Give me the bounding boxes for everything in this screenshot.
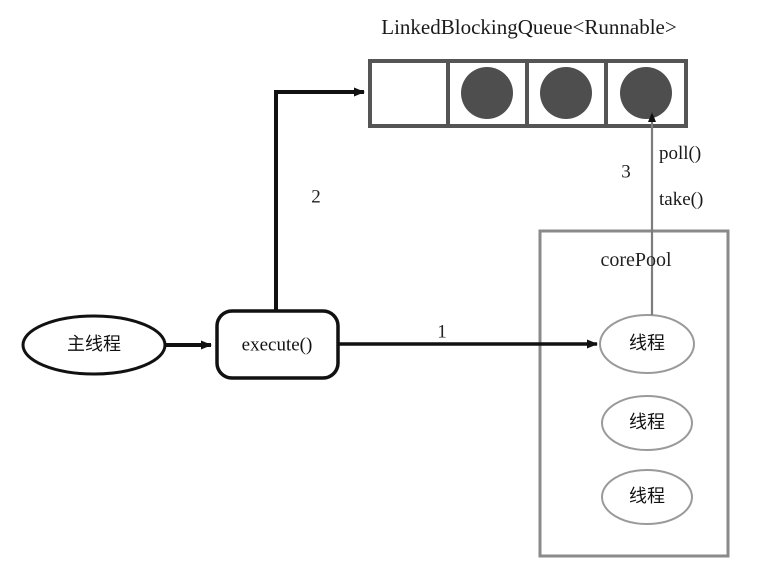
queue-task-circle [540, 67, 592, 119]
thread-label: 线程 [629, 412, 665, 433]
thread-ellipse [601, 469, 693, 525]
queue-task-circle [620, 67, 672, 119]
queue-title: LinkedBlockingQueue<Runnable> [381, 15, 677, 39]
queue-task-circle [461, 67, 513, 119]
thread-ellipse [601, 395, 693, 451]
thread-label: 线程 [629, 333, 665, 354]
step-1-label: 1 [437, 321, 447, 343]
arrow-step-2 [274, 87, 365, 311]
core-pool-label: corePool [600, 249, 672, 271]
thread-label: 线程 [629, 486, 665, 507]
poll-method-label: poll() [659, 143, 702, 164]
queue-box [368, 59, 688, 128]
main-thread-label: 主线程 [67, 334, 121, 355]
thread-ellipses [599, 314, 695, 525]
execute-node-label: execute() [241, 334, 313, 356]
take-method-label: take() [659, 189, 704, 210]
main-thread-ellipse [21, 314, 167, 376]
thread-ellipse [599, 314, 695, 374]
step-3-label: 3 [621, 161, 631, 183]
step-2-label: 2 [311, 186, 321, 208]
